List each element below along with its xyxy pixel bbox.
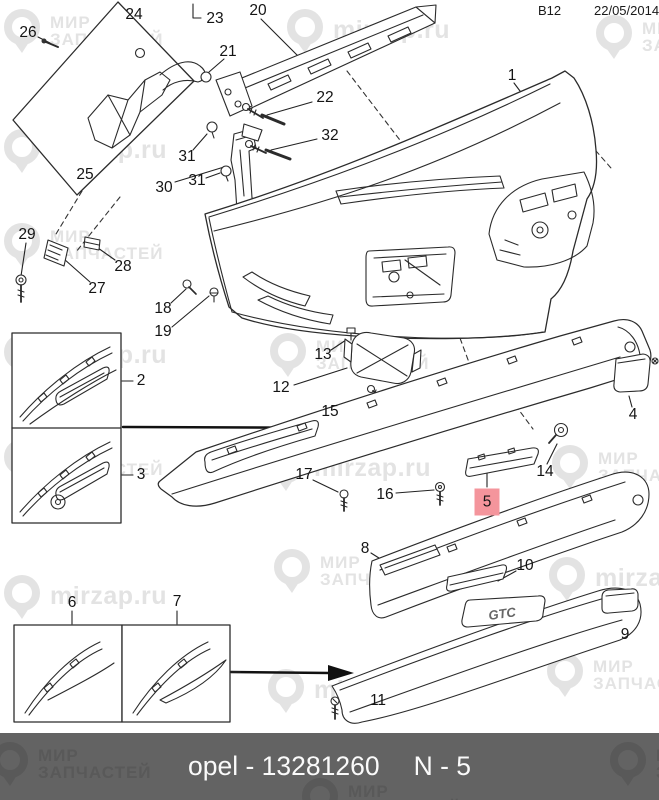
map-pin-logo <box>302 778 338 800</box>
footer-page-ref: N - 5 <box>413 751 471 781</box>
lower-bumper-skirt <box>157 319 659 512</box>
callout-19: 19 <box>154 323 172 340</box>
watermark: mirzap.ru <box>0 574 167 620</box>
callout-20: 20 <box>249 2 267 19</box>
bumper-reinforcement-beam <box>200 4 437 117</box>
callout-3: 3 <box>136 466 146 483</box>
callout-21: 21 <box>219 43 237 60</box>
callout-13: 13 <box>314 346 332 363</box>
callout-22: 22 <box>316 89 334 106</box>
callout-11: 11 <box>369 692 387 709</box>
callout-28: 28 <box>114 258 132 275</box>
callout-27: 27 <box>88 280 106 297</box>
callout-10: 10 <box>516 557 534 574</box>
side-bracket <box>206 102 292 215</box>
gtc-badge-text: GTC <box>487 604 517 623</box>
callout-31: 31 <box>188 172 206 189</box>
map-pin-logo <box>287 9 323 53</box>
page-code: B12 <box>538 3 562 18</box>
callout-9: 9 <box>620 626 630 643</box>
inset-box-bracket <box>12 1 206 196</box>
callout-14: 14 <box>536 463 554 480</box>
page-date: 22/05/2014 <box>594 3 659 18</box>
callout-5: 5 <box>474 488 500 516</box>
callout-15: 15 <box>321 403 339 420</box>
callout-8: 8 <box>360 540 370 557</box>
map-pin-logo <box>270 333 306 377</box>
callout-2: 2 <box>136 372 146 389</box>
callout-31: 31 <box>178 148 196 165</box>
callout-24: 24 <box>125 6 143 23</box>
callout-32: 32 <box>321 127 339 144</box>
callout-25: 25 <box>76 166 94 183</box>
callout-23: 23 <box>206 10 224 27</box>
callout-7: 7 <box>172 593 182 610</box>
callout-29: 29 <box>18 226 36 243</box>
watermark: mirzap.ru <box>545 556 659 602</box>
map-pin-logo <box>4 575 40 619</box>
callout-16: 16 <box>376 486 394 503</box>
callout-30: 30 <box>155 179 173 196</box>
map-pin-logo <box>552 445 588 489</box>
spoiler-strip <box>369 471 650 619</box>
map-pin-logo <box>549 557 585 601</box>
side-marker-parts <box>15 236 101 303</box>
callout-1: 1 <box>507 67 517 84</box>
callout-18: 18 <box>154 300 172 317</box>
footer-part-number: opel - 13281260 <box>188 751 380 781</box>
callout-12: 12 <box>272 379 290 396</box>
inset-box-2-3 <box>11 332 122 524</box>
callout-4: 4 <box>628 406 638 423</box>
map-pin-logo <box>274 549 310 593</box>
map-pin-logo <box>610 742 646 786</box>
callout-26: 26 <box>19 24 37 41</box>
inset-box-6-7 <box>13 624 241 723</box>
rear-bumper-cover <box>182 70 598 340</box>
impact-bracket <box>343 327 422 401</box>
callout-6: 6 <box>67 594 77 611</box>
callout-17: 17 <box>295 466 313 483</box>
lower-valance: GTC <box>330 587 642 724</box>
map-pin-logo <box>596 15 632 59</box>
map-pin-logo <box>4 223 40 267</box>
map-pin-logo <box>4 9 40 53</box>
map-pin-logo <box>0 742 28 786</box>
